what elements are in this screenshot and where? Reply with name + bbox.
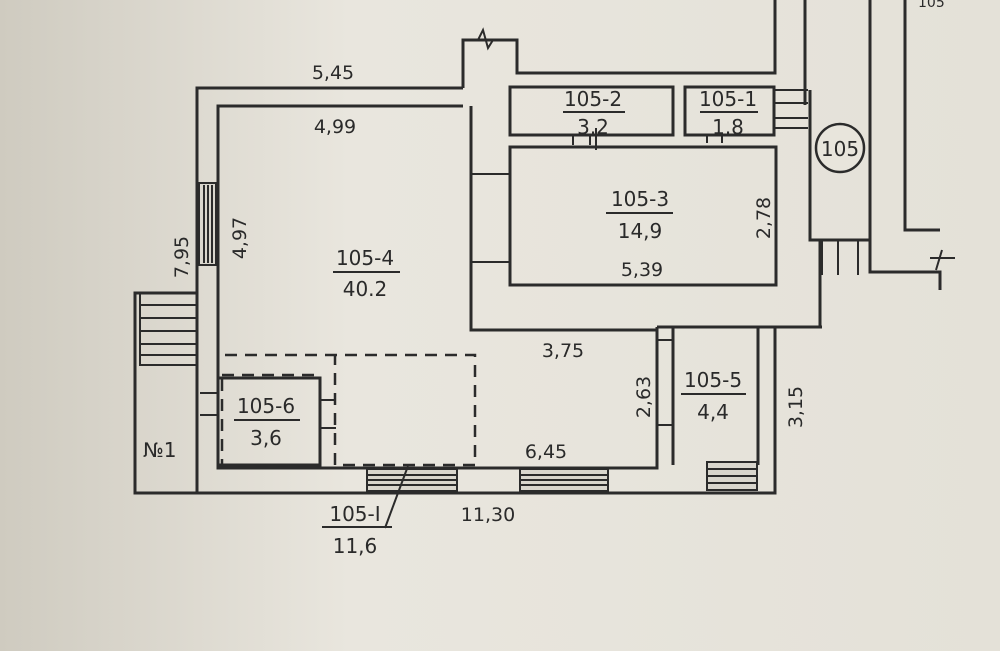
corridor-105-I-id: 105-I [329,502,380,526]
exterior-walls [195,0,955,495]
left-window [198,182,217,266]
room-105-6-area: 3,6 [250,426,282,450]
room-105-3-id: 105-3 [611,187,669,211]
dim-room3-height: 2,78 [753,197,775,239]
entrance-stairs: №1 [133,291,197,495]
building-marker-label: 105 [821,137,859,161]
room-105-5-id: 105-5 [684,368,742,392]
dim-mid-width: 3,75 [542,340,584,362]
room-105-3: 105-3 14,9 5,39 2,78 [471,145,778,287]
room-105-4-area: 40.2 [343,277,388,301]
dim-room5-wall: 2,63 [633,376,655,418]
building-marker: 105 105 [814,0,945,174]
dim-left-inner: 4,97 [229,217,251,259]
dim-left-outer: 7,95 [171,236,193,278]
room-105-2-id: 105-2 [564,87,622,111]
room-105-3-area: 14,9 [618,219,663,243]
dim-top-inner: 4,99 [314,116,356,138]
dim-room3-width: 5,39 [621,259,663,281]
corner-label: 105 [918,0,945,11]
corridor-105-I-area: 11,6 [333,534,378,558]
room-105-5: 105-5 4,4 [657,325,760,465]
dimensions: 5,45 4,99 7,95 4,97 3,75 2,63 3,15 6,45 … [171,62,807,526]
dim-bottom-inner: 6,45 [525,441,567,463]
room-105-6: 105-6 3,6 [200,373,336,467]
room-105-6-id: 105-6 [237,394,295,418]
room-105-1-id: 105-1 [699,87,757,111]
room-105-2: 105-2 3.2 [508,85,675,150]
room-105-5-area: 4,4 [697,400,729,424]
entrance-label: №1 [143,438,177,462]
dim-bottom-outer: 11,30 [461,504,515,526]
corridor-105-I: 105-I 11,6 [322,465,409,558]
room-105-1: 105-1 1.8 [683,85,808,143]
room-105-1-area: 1.8 [712,115,744,139]
room-105-4: 105-4 40.2 [225,246,477,467]
room-105-2-area: 3.2 [577,115,609,139]
room-105-4-id: 105-4 [336,246,394,270]
dim-top-outer: 5,45 [312,62,354,84]
dim-right-height: 3,15 [785,386,807,428]
bottom-windows [366,461,758,492]
